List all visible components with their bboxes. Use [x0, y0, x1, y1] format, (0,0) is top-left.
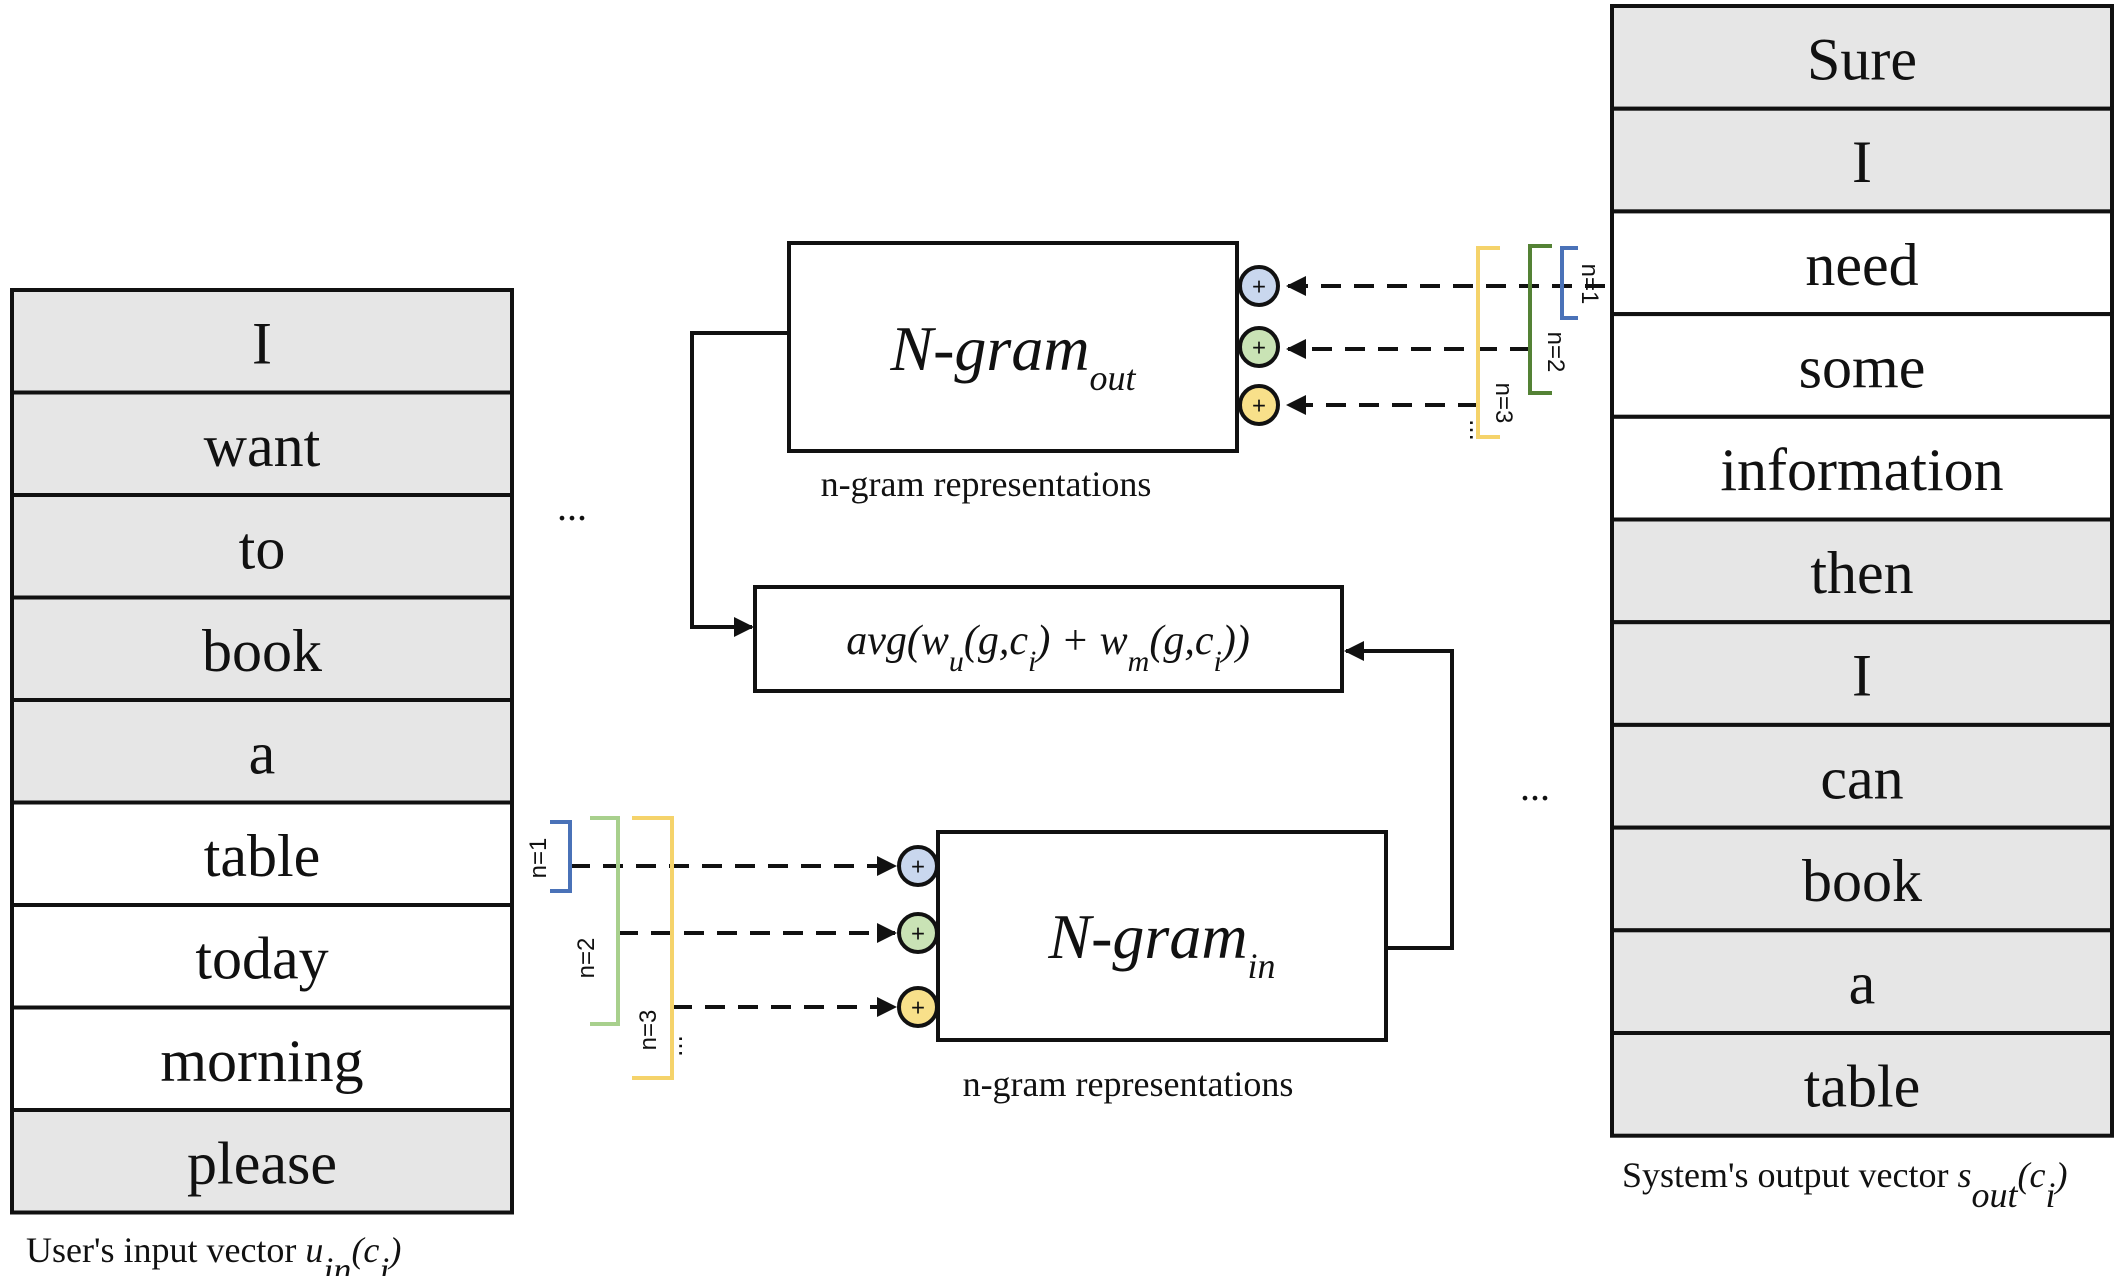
system-output-vector: SureIneedsomeinformationthenIcanbookatab…: [1610, 4, 2114, 1138]
ngram-out-to-formula-arrow: [690, 331, 789, 637]
input-token: today: [195, 925, 328, 991]
ngram-in-caption: n-gram representations: [963, 1064, 1294, 1104]
svg-text:+: +: [911, 995, 925, 1022]
output-token: Sure: [1807, 26, 1917, 92]
in-more-ngrams-ellipsis: ...: [658, 1035, 688, 1057]
output-cell: information: [1610, 414, 2114, 522]
input-token: book: [202, 618, 322, 684]
out-n1-label: n=1: [1576, 264, 1603, 305]
out-n2-label: n=2: [1542, 332, 1569, 373]
output-token: can: [1820, 745, 1903, 811]
input-cell: please: [10, 1108, 514, 1215]
input-cell: a: [10, 698, 514, 805]
output-cell: table: [1610, 1031, 2114, 1138]
svg-text:+: +: [1252, 335, 1266, 362]
out-n3-bracket: [1476, 246, 1500, 439]
svg-text:+: +: [1252, 393, 1266, 420]
in-n3-bracket: [632, 816, 674, 1080]
input-cell: today: [10, 903, 514, 1010]
in-n1-plus-icon: +: [897, 845, 939, 887]
output-cell: I: [1610, 620, 2114, 727]
in-n2-label: n=2: [573, 938, 600, 979]
output-cell: some: [1610, 312, 2114, 419]
ngram-out-box: [787, 241, 1239, 453]
output-cell: then: [1610, 517, 2114, 625]
out-n3-label: n=3: [1490, 383, 1517, 424]
input-token: a: [249, 720, 276, 786]
in-n3-plus-icon: +: [897, 986, 939, 1028]
output-token: a: [1849, 951, 1876, 1017]
input-cell: want: [10, 390, 514, 497]
average-formula: avg(wu(g,ci) + wm(g,ci)): [846, 618, 1250, 678]
svg-text:+: +: [1252, 274, 1266, 301]
output-token: I: [1852, 129, 1872, 195]
output-token: I: [1852, 643, 1872, 709]
in-n3-label: n=3: [635, 1010, 662, 1051]
user-input-caption: User's input vector uin(ci): [26, 1230, 401, 1276]
ellipsis-left: ...: [557, 484, 587, 529]
output-token: then: [1810, 540, 1913, 606]
output-cell: need: [1610, 209, 2114, 317]
output-token: information: [1720, 437, 2003, 503]
out-n2-plus-icon: +: [1238, 326, 1280, 368]
svg-text:+: +: [911, 854, 925, 881]
out-n2-bracket: [1528, 244, 1552, 395]
output-cell: Sure: [1610, 4, 2114, 111]
input-cell: to: [10, 493, 514, 600]
input-cell: book: [10, 595, 514, 702]
output-cell: can: [1610, 722, 2114, 830]
output-token: need: [1805, 232, 1918, 298]
input-token: morning: [160, 1028, 363, 1094]
in-n1-bracket: [550, 820, 572, 893]
in-n2-plus-icon: +: [897, 912, 939, 954]
out-more-ngrams-ellipsis: ...: [1464, 419, 1494, 441]
ngram-in-label: N-gramin: [1047, 901, 1275, 986]
ngram-out-caption: n-gram representations: [821, 464, 1152, 504]
input-token: table: [204, 823, 321, 889]
output-cell: I: [1610, 106, 2114, 214]
input-cell: morning: [10, 1005, 514, 1112]
in-n1-label: n=1: [525, 838, 552, 879]
ellipsis-right: ...: [1520, 764, 1550, 809]
ngram-in-to-formula-arrow: [1344, 641, 1454, 950]
input-token: want: [204, 413, 321, 479]
input-token: please: [187, 1130, 337, 1196]
input-token: I: [252, 310, 272, 376]
output-token: book: [1802, 848, 1922, 914]
input-cell: I: [10, 288, 514, 395]
out-n1-plus-icon: +: [1238, 265, 1280, 307]
system-output-caption: System's output vector sout(ci): [1622, 1155, 2067, 1215]
output-cell: a: [1610, 928, 2114, 1035]
out-n3-plus-icon: +: [1238, 384, 1280, 426]
input-token: to: [239, 515, 286, 581]
svg-text:+: +: [911, 921, 925, 948]
output-token: table: [1804, 1053, 1921, 1119]
ngram-out-label: N-gramout: [889, 313, 1136, 398]
in-n2-bracket: [590, 816, 620, 1026]
output-cell: book: [1610, 825, 2114, 933]
output-token: some: [1799, 334, 1926, 400]
out-n1-bracket: [1560, 246, 1578, 320]
average-formula-box: [753, 585, 1344, 693]
input-cell: table: [10, 800, 514, 907]
